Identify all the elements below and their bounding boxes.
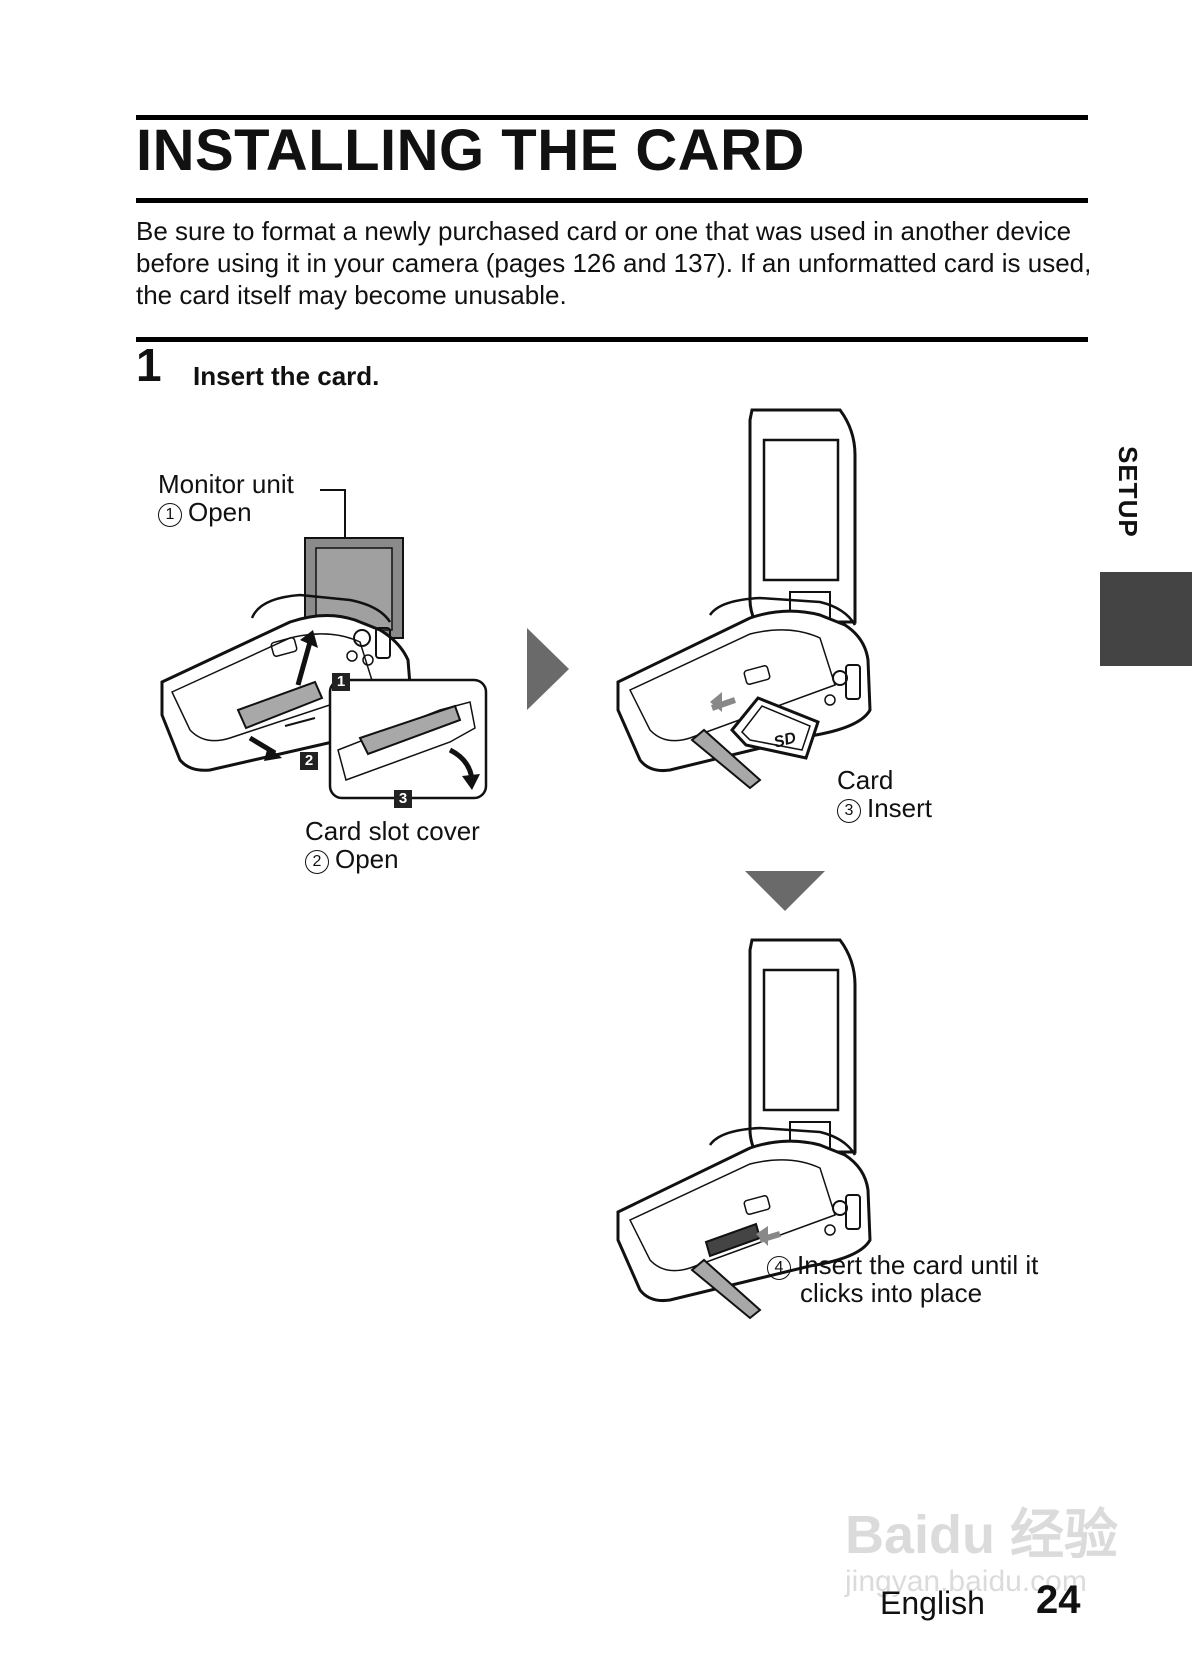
watermark-url: jingyan.baidu.com — [845, 1565, 1087, 1598]
step-badge-2: 2 — [300, 752, 318, 770]
footer-language: English — [880, 1585, 985, 1621]
title-underline — [136, 198, 1088, 203]
circled-number-1: 1 — [158, 503, 182, 527]
arrow-right-icon — [527, 628, 569, 710]
circled-number-4: 4 — [767, 1256, 791, 1280]
arrow-down-icon — [745, 871, 825, 911]
step-rule — [136, 337, 1088, 342]
top-rule — [136, 115, 1088, 120]
step-instruction: Insert the card. — [193, 361, 380, 391]
label-insert-4-line2: clicks into place — [800, 1278, 983, 1308]
camera-illustration-step-3 — [616, 938, 872, 1320]
section-tab-label: SETUP — [1113, 446, 1143, 538]
label-card: Card — [837, 765, 894, 795]
step-badge-3: 3 — [394, 790, 412, 808]
step-badge-1: 1 — [332, 673, 350, 691]
step-number: 1 — [136, 339, 162, 391]
baidu-watermark: Baidu 经验 jingyan.baidu.com — [845, 1505, 1118, 1599]
section-tab — [1100, 572, 1192, 666]
camera-illustration-step-2 — [616, 408, 872, 790]
circled-number-2: 2 — [305, 850, 329, 874]
circled-number-3: 3 — [837, 799, 861, 823]
label-card-slot-cover: Card slot cover — [305, 816, 480, 846]
page-title: INSTALLING THE CARD — [136, 118, 805, 183]
page-number: 24 — [1036, 1578, 1081, 1622]
label-monitor-unit: Monitor unit — [158, 469, 294, 499]
camera-illustration-step-1 — [160, 489, 488, 800]
intro-paragraph: Be sure to format a newly purchased card… — [136, 216, 1092, 310]
watermark-brand: Baidu 经验 — [845, 1505, 1119, 1565]
